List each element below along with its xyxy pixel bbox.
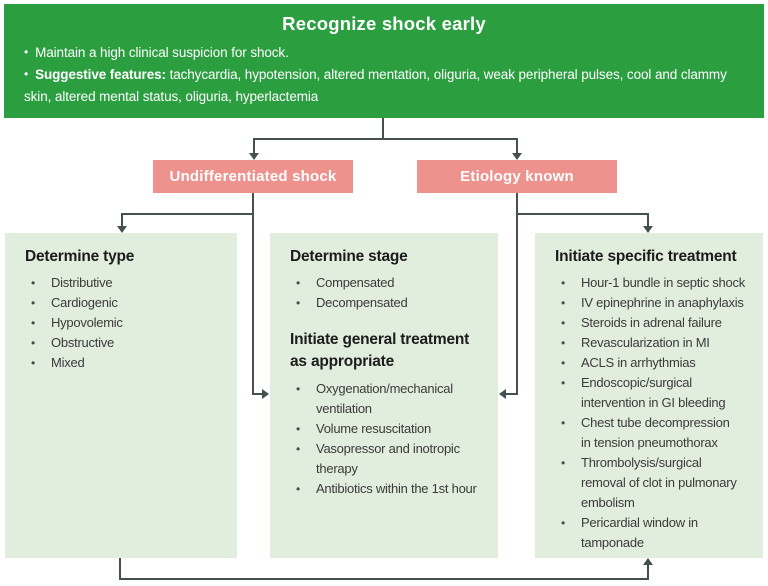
connector-line (252, 393, 263, 395)
arrowhead-down-icon (643, 226, 653, 233)
list-item: Cardiogenic (31, 293, 227, 313)
list-item: Hour-1 bundle in septic shock (561, 273, 753, 293)
determine-type-list: Distributive Cardiogenic Hypovolemic Obs… (25, 273, 227, 373)
banner-title: Recognize shock early (282, 13, 486, 34)
general-treatment-list: Oxygenation/mechanical ventilation Volum… (290, 379, 488, 499)
determine-type-box: Determine type Distributive Cardiogenic … (5, 233, 237, 558)
specific-treatment-box: Initiate specific treatment Hour-1 bundl… (535, 233, 763, 558)
bullet-icon (31, 273, 51, 293)
connector-line (516, 193, 518, 395)
list-item: Thrombolysis/surgical removal of clot in… (561, 453, 753, 513)
list-item: Volume resuscitation (296, 419, 488, 439)
arrowhead-right-icon (262, 389, 269, 399)
bullet-icon (31, 333, 51, 353)
arrowhead-up-icon (643, 558, 653, 565)
arrowhead-left-icon (499, 389, 506, 399)
determine-stage-box: Determine stage Compensated Decompensate… (270, 233, 498, 558)
banner-bullet-list: •Maintain a high clinical suspicion for … (4, 35, 764, 108)
etiology-known-box: Etiology known (417, 160, 617, 193)
connector-line (516, 138, 518, 154)
connector-line (119, 578, 649, 580)
connector-line (647, 565, 649, 580)
connector-line (382, 118, 384, 139)
connector-line (252, 193, 254, 395)
determine-stage-title: Determine stage (290, 248, 408, 265)
list-item: Mixed (31, 353, 227, 373)
bullet-icon (296, 273, 316, 293)
general-treatment-title: Initiate general treatment as appropriat… (290, 331, 470, 370)
list-item: Vasopressor and inotropic therapy (296, 439, 488, 479)
bullet-icon (561, 513, 581, 553)
bullet-icon (31, 313, 51, 333)
bullet-icon (296, 379, 316, 419)
bullet-icon (296, 479, 316, 499)
bullet-icon (561, 273, 581, 293)
bullet-icon (561, 333, 581, 353)
bullet-icon (561, 293, 581, 313)
list-item: Revascularization in MI (561, 333, 753, 353)
recognize-shock-banner: Recognize shock early •Maintain a high c… (4, 4, 764, 118)
bullet-icon (31, 293, 51, 313)
bullet-icon (561, 313, 581, 333)
banner-bullet-1: •Maintain a high clinical suspicion for … (24, 42, 750, 64)
determine-type-title: Determine type (25, 248, 135, 265)
specific-treatment-list: Hour-1 bundle in septic shock IV epineph… (555, 273, 753, 553)
connector-line (516, 213, 649, 215)
list-item: Antibiotics within the 1st hour (296, 479, 488, 499)
bullet-icon: • (24, 45, 29, 59)
list-item: Chest tube decompression in tension pneu… (561, 413, 753, 453)
bullet-icon (296, 439, 316, 479)
bullet-icon (31, 353, 51, 373)
bullet-icon (296, 419, 316, 439)
bullet-icon (561, 353, 581, 373)
connector-line (119, 558, 121, 580)
connector-line (647, 213, 649, 227)
list-item: Obstructive (31, 333, 227, 353)
connector-line (253, 138, 255, 154)
list-item: Pericardial window in tamponade (561, 513, 753, 553)
list-item: Steroids in adrenal failure (561, 313, 753, 333)
connector-line (506, 393, 518, 395)
bullet-icon (561, 413, 581, 453)
list-item: Oxygenation/mechanical ventilation (296, 379, 488, 419)
list-item: ACLS in arrhythmias (561, 353, 753, 373)
bullet-icon (561, 373, 581, 413)
bullet-icon (561, 453, 581, 513)
connector-line (121, 213, 123, 227)
banner-bullet-2: •Suggestive features: tachycardia, hypot… (24, 64, 750, 108)
undifferentiated-shock-box: Undifferentiated shock (153, 160, 353, 193)
arrowhead-down-icon (512, 153, 522, 160)
list-item: Endoscopic/surgical intervention in GI b… (561, 373, 753, 413)
list-item: Distributive (31, 273, 227, 293)
arrowhead-down-icon (117, 226, 127, 233)
connector-line (121, 213, 254, 215)
determine-stage-list: Compensated Decompensated (290, 273, 488, 313)
list-item: Compensated (296, 273, 488, 293)
connector-line (253, 138, 518, 140)
bullet-icon (296, 293, 316, 313)
arrowhead-down-icon (249, 153, 259, 160)
specific-treatment-title: Initiate specific treatment (555, 248, 737, 265)
list-item: Hypovolemic (31, 313, 227, 333)
list-item: Decompensated (296, 293, 488, 313)
bullet-icon: • (24, 67, 29, 81)
list-item: IV epinephrine in anaphylaxis (561, 293, 753, 313)
